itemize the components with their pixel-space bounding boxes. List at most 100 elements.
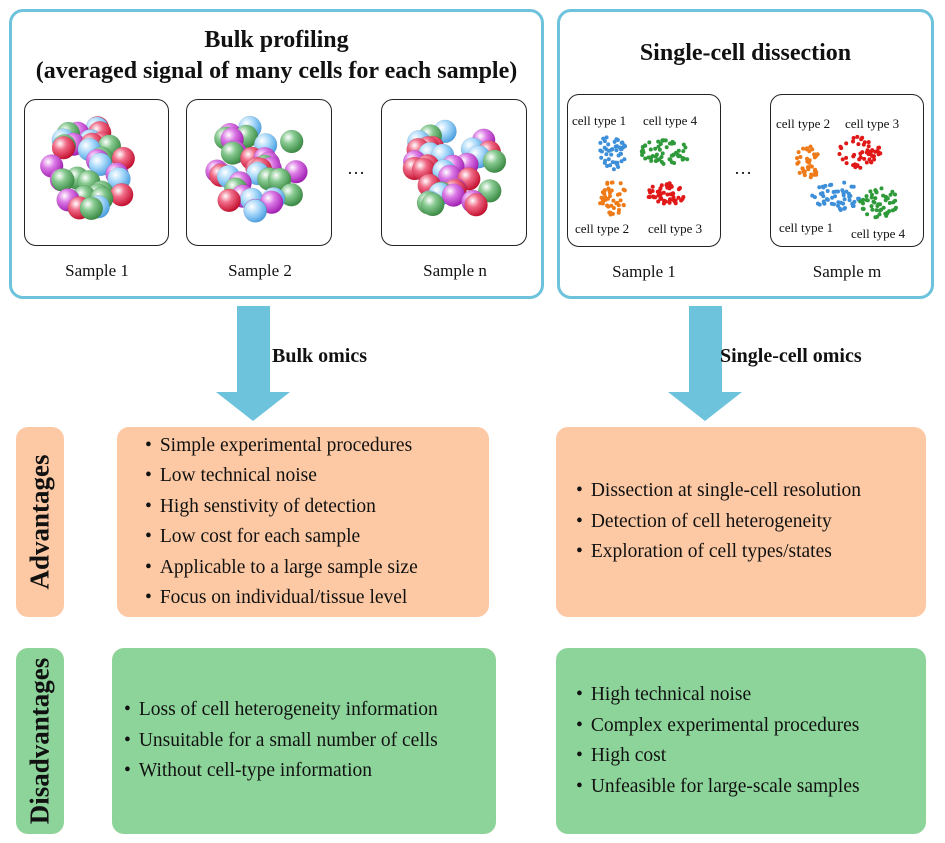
- cluster-point: [870, 154, 875, 158]
- cluster-point: [832, 202, 836, 207]
- cluster-point: [864, 160, 869, 165]
- single-advantages-card: Dissection at single-cell resolution Det…: [556, 427, 926, 617]
- cluster-point: [869, 195, 874, 200]
- cluster-point: [885, 196, 890, 201]
- cluster-point: [860, 135, 865, 140]
- cluster-point: [858, 151, 863, 156]
- cluster-point: [648, 190, 653, 195]
- cluster-point: [665, 185, 670, 190]
- cluster-point: [608, 194, 612, 199]
- cluster-point: [888, 192, 893, 197]
- cluster-point: [839, 146, 844, 151]
- cluster-point: [855, 134, 860, 139]
- sm-cluster-label-2: cell type 2: [776, 116, 831, 131]
- list-item: Complex experimental procedures: [576, 711, 926, 742]
- cluster-point: [878, 208, 883, 213]
- cluster-point: [893, 192, 897, 197]
- cluster-point: [673, 201, 678, 206]
- cluster-point: [656, 139, 661, 144]
- cluster-point: [864, 150, 869, 155]
- cluster-point: [857, 157, 862, 162]
- cluster-point: [840, 188, 845, 193]
- single-cell-omics-arrow-icon: [668, 306, 742, 421]
- single-disadvantages-card: High technical noise Complex experimenta…: [556, 648, 926, 834]
- cluster-point: [807, 149, 812, 154]
- cluster-point: [801, 169, 806, 174]
- cluster-point: [874, 190, 879, 195]
- cluster-point: [669, 183, 673, 188]
- cluster-point: [667, 200, 672, 205]
- cluster-point: [639, 149, 644, 154]
- single-advantages-list: Dissection at single-cell resolution Det…: [576, 476, 926, 568]
- cluster-point: [619, 159, 624, 164]
- cluster-point: [890, 208, 895, 213]
- cluster-point: [646, 195, 651, 199]
- cluster-point: [868, 189, 873, 194]
- cluster-point: [610, 147, 615, 152]
- advantages-tag-label: Advantages: [24, 454, 55, 590]
- cluster-point: [604, 152, 609, 157]
- list-item: Unsuitable for a small number of cells: [124, 726, 496, 757]
- single-disadvantages-list: High technical noise Complex experimenta…: [576, 680, 926, 802]
- cluster-point: [606, 142, 611, 147]
- cluster-point: [604, 135, 609, 140]
- cluster-point: [664, 145, 669, 150]
- cluster-point: [866, 140, 871, 145]
- cluster-point: [611, 198, 616, 203]
- cluster-point: [605, 164, 610, 168]
- cluster-point: [812, 169, 817, 174]
- cluster-point: [606, 186, 611, 191]
- cluster-point: [884, 213, 889, 218]
- cluster-point: [650, 184, 655, 189]
- cluster-point: [862, 140, 867, 145]
- single-cell-omics-label: Single-cell omics: [720, 345, 862, 367]
- cluster-point: [605, 180, 610, 185]
- bulk-sample-2-cells: [205, 115, 308, 223]
- single-ellipsis: …: [734, 158, 752, 178]
- cluster-point: [891, 200, 896, 205]
- cluster-point: [614, 137, 619, 142]
- list-item: Focus on individual/tissue level: [145, 583, 489, 614]
- cluster-point: [601, 198, 606, 203]
- cluster-point: [851, 154, 856, 159]
- cluster-point: [670, 139, 675, 144]
- cluster-point: [681, 149, 686, 154]
- cluster-point: [839, 200, 843, 205]
- cell-sphere: [109, 182, 134, 207]
- cluster-point: [681, 195, 686, 199]
- list-item: Exploration of cell types/states: [576, 537, 926, 568]
- cluster-point: [825, 189, 830, 193]
- cell-sphere: [464, 193, 488, 217]
- bulk-sample-1-cells: [39, 115, 136, 221]
- cluster-point: [616, 153, 621, 158]
- cluster-point: [681, 156, 686, 161]
- cluster-point: [609, 152, 614, 157]
- cluster-point: [661, 190, 666, 195]
- cluster-point: [858, 165, 863, 170]
- cluster-point: [893, 205, 898, 210]
- cluster-point: [623, 144, 627, 149]
- cluster-point: [660, 151, 665, 156]
- cluster-point: [836, 203, 840, 208]
- single-sample-1-label: Sample 1: [612, 262, 676, 281]
- cluster-point: [802, 173, 807, 178]
- cluster-point: [618, 198, 623, 203]
- cluster-point: [606, 148, 611, 153]
- s1-cluster-label-3: cell type 3: [648, 221, 703, 236]
- cluster-point: [658, 186, 663, 191]
- cluster-point: [861, 197, 866, 202]
- cluster-point: [815, 201, 820, 206]
- cluster-point: [658, 142, 663, 146]
- cluster-point: [876, 152, 881, 157]
- single-sample-1-box: [567, 94, 721, 247]
- list-item: Simple experimental procedures: [145, 431, 489, 462]
- cluster-point: [652, 195, 656, 200]
- cluster-point: [650, 154, 655, 158]
- bulk-disadvantages-card: Loss of cell heterogeneity information U…: [112, 648, 496, 834]
- cluster-point: [619, 147, 624, 152]
- list-item: Applicable to a large sample size: [145, 553, 489, 584]
- cluster-point: [657, 147, 662, 152]
- bulk-omics-arrow-icon: [216, 306, 290, 421]
- s1-cluster-label-4: cell type 4: [643, 113, 698, 128]
- cluster-point: [864, 198, 869, 202]
